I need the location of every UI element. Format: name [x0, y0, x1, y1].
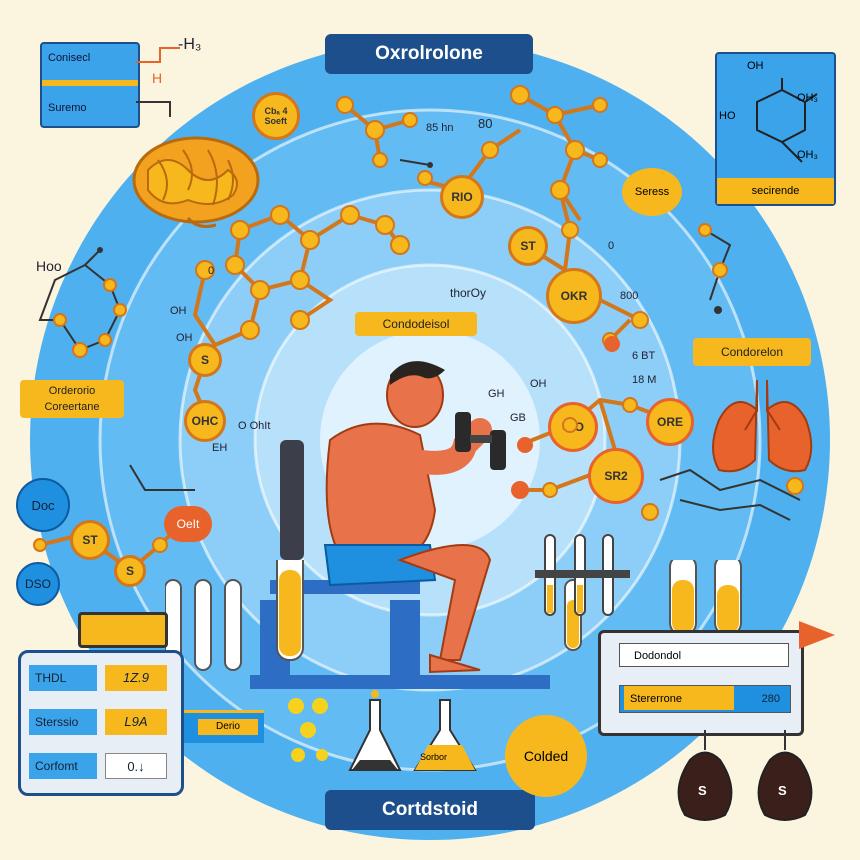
label-oh3: OH — [530, 378, 547, 390]
label-eh: EH — [212, 442, 228, 454]
atom-cbp-label: Cbₐ 4 Soeft — [264, 106, 288, 126]
condorelon-label: Condorelon — [693, 338, 811, 366]
atom-ore-label: ORE — [656, 415, 683, 429]
molecule-icon — [756, 78, 818, 163]
atom-sr2-label: SR2 — [604, 469, 628, 483]
athlete-illustration — [250, 361, 550, 689]
atom-s2-label: S — [125, 564, 134, 578]
stats-value-1: 1Z.9 — [105, 665, 167, 691]
seress-label: Seress — [634, 186, 670, 198]
stats-value-2: L9A — [105, 709, 167, 735]
atom-st2-label: ST — [82, 533, 98, 547]
sorbor-label: Sorbor — [420, 752, 448, 762]
atom-s-label: S — [200, 353, 209, 367]
atom-ohc-label: OHC — [191, 414, 219, 428]
label-oh1: OH — [170, 305, 187, 317]
seress-badge: Seress — [622, 168, 682, 216]
label-6bt: 6 BT — [632, 350, 656, 362]
label-85hn: 85 hn — [426, 122, 454, 134]
doc-label: Doc — [31, 497, 55, 513]
device-row-2: Stererrone 280 — [619, 685, 791, 713]
device-row-2-label: Stererrone — [624, 686, 734, 710]
card-connector — [136, 47, 180, 117]
page-title: Oxrolrolone — [325, 34, 533, 74]
condodesol-label: Condodeisol — [355, 312, 477, 336]
label-80: 80 — [478, 116, 493, 131]
atom-rio-label: RIO — [451, 190, 473, 204]
oeit-badge: OeIt — [164, 506, 212, 542]
derio-label: Derio — [198, 719, 258, 735]
stats-label-1: THDL — [29, 665, 97, 691]
top-left-card: Conisecl Suremo — [40, 42, 140, 128]
label-oohit: O OhIt — [238, 420, 271, 432]
label-gb: GB — [510, 412, 526, 424]
top-right-card: OH OH₃ HO OH₃ secirende — [715, 52, 836, 206]
stats-label-2: Sterssio — [29, 709, 97, 735]
play-arrow-icon — [799, 621, 835, 649]
atom-st-label: ST — [520, 239, 536, 253]
stats-label-3: Corfomt — [29, 753, 97, 779]
oh-side-label: OH₃ — [797, 92, 818, 104]
flasks-icon — [348, 690, 477, 771]
atom-st: ST — [508, 226, 548, 266]
card-label: secirende — [717, 178, 834, 204]
atom-st2: ST — [70, 520, 110, 560]
atom-sr2: SR2 — [588, 448, 644, 504]
label-800: 800 — [620, 290, 639, 302]
card-line1: Conisecl — [48, 52, 91, 64]
atom-ore: ORE — [646, 398, 694, 446]
doc-badge: Doc — [16, 478, 70, 532]
oeit-label: OeIt — [176, 517, 200, 531]
atom-rio: RIO — [440, 175, 484, 219]
label-hoo: Hoo — [36, 258, 62, 274]
atom-ohc: OHC — [184, 400, 226, 442]
label-0b: 0 — [208, 265, 215, 277]
atom-okr: OKR — [546, 268, 602, 324]
atom-cbp: Cbₐ 4 Soeft — [252, 92, 300, 140]
stats-panel: THDL 1Z.9 Sterssio L9A Corfomt 0.↓ — [18, 650, 184, 796]
orderorio-label: Orderorio Coreertane — [20, 380, 124, 418]
label-0: 0 — [608, 240, 615, 252]
dso-label: DSO — [24, 577, 51, 591]
card-divider — [42, 80, 138, 86]
label-18m: 18 M — [632, 374, 657, 386]
panel-lid — [78, 612, 168, 648]
oh-bottom-label: OH₃ — [797, 149, 818, 161]
h-label: H — [152, 70, 163, 86]
bag-label-1: S — [698, 783, 707, 798]
atom-okr-label: OKR — [560, 289, 588, 303]
oh-top-label: OH — [747, 60, 764, 72]
atom-s: S — [188, 343, 222, 377]
label-gh: GH — [488, 388, 505, 400]
device-row-2-value: 280 — [761, 693, 780, 705]
footer-title: Cortdstoid — [325, 790, 535, 830]
test-tubes — [165, 560, 742, 671]
h-left-label: HO — [719, 110, 736, 122]
colded-label: Colded — [523, 748, 569, 764]
device-row-1: Dodondol — [619, 643, 789, 667]
bag-label-2: S — [778, 783, 787, 798]
derio-box: Derio — [184, 710, 264, 743]
stats-value-3: 0.↓ — [105, 753, 167, 779]
weight-bags — [677, 730, 813, 821]
label-oh2: OH — [176, 332, 193, 344]
dso-badge: DSO — [16, 562, 60, 606]
device-panel: Dodondol Stererrone 280 — [598, 630, 804, 736]
card-line2: Suremo — [48, 102, 87, 114]
brain-icon — [132, 136, 260, 228]
atom-s2: S — [114, 555, 146, 587]
label-shorcy: thorOy — [450, 286, 487, 300]
colded-badge: Colded — [505, 715, 587, 797]
dropper-stand — [535, 534, 630, 616]
formula-label: -H₃ — [178, 36, 202, 53]
lungs-icon — [712, 379, 813, 473]
